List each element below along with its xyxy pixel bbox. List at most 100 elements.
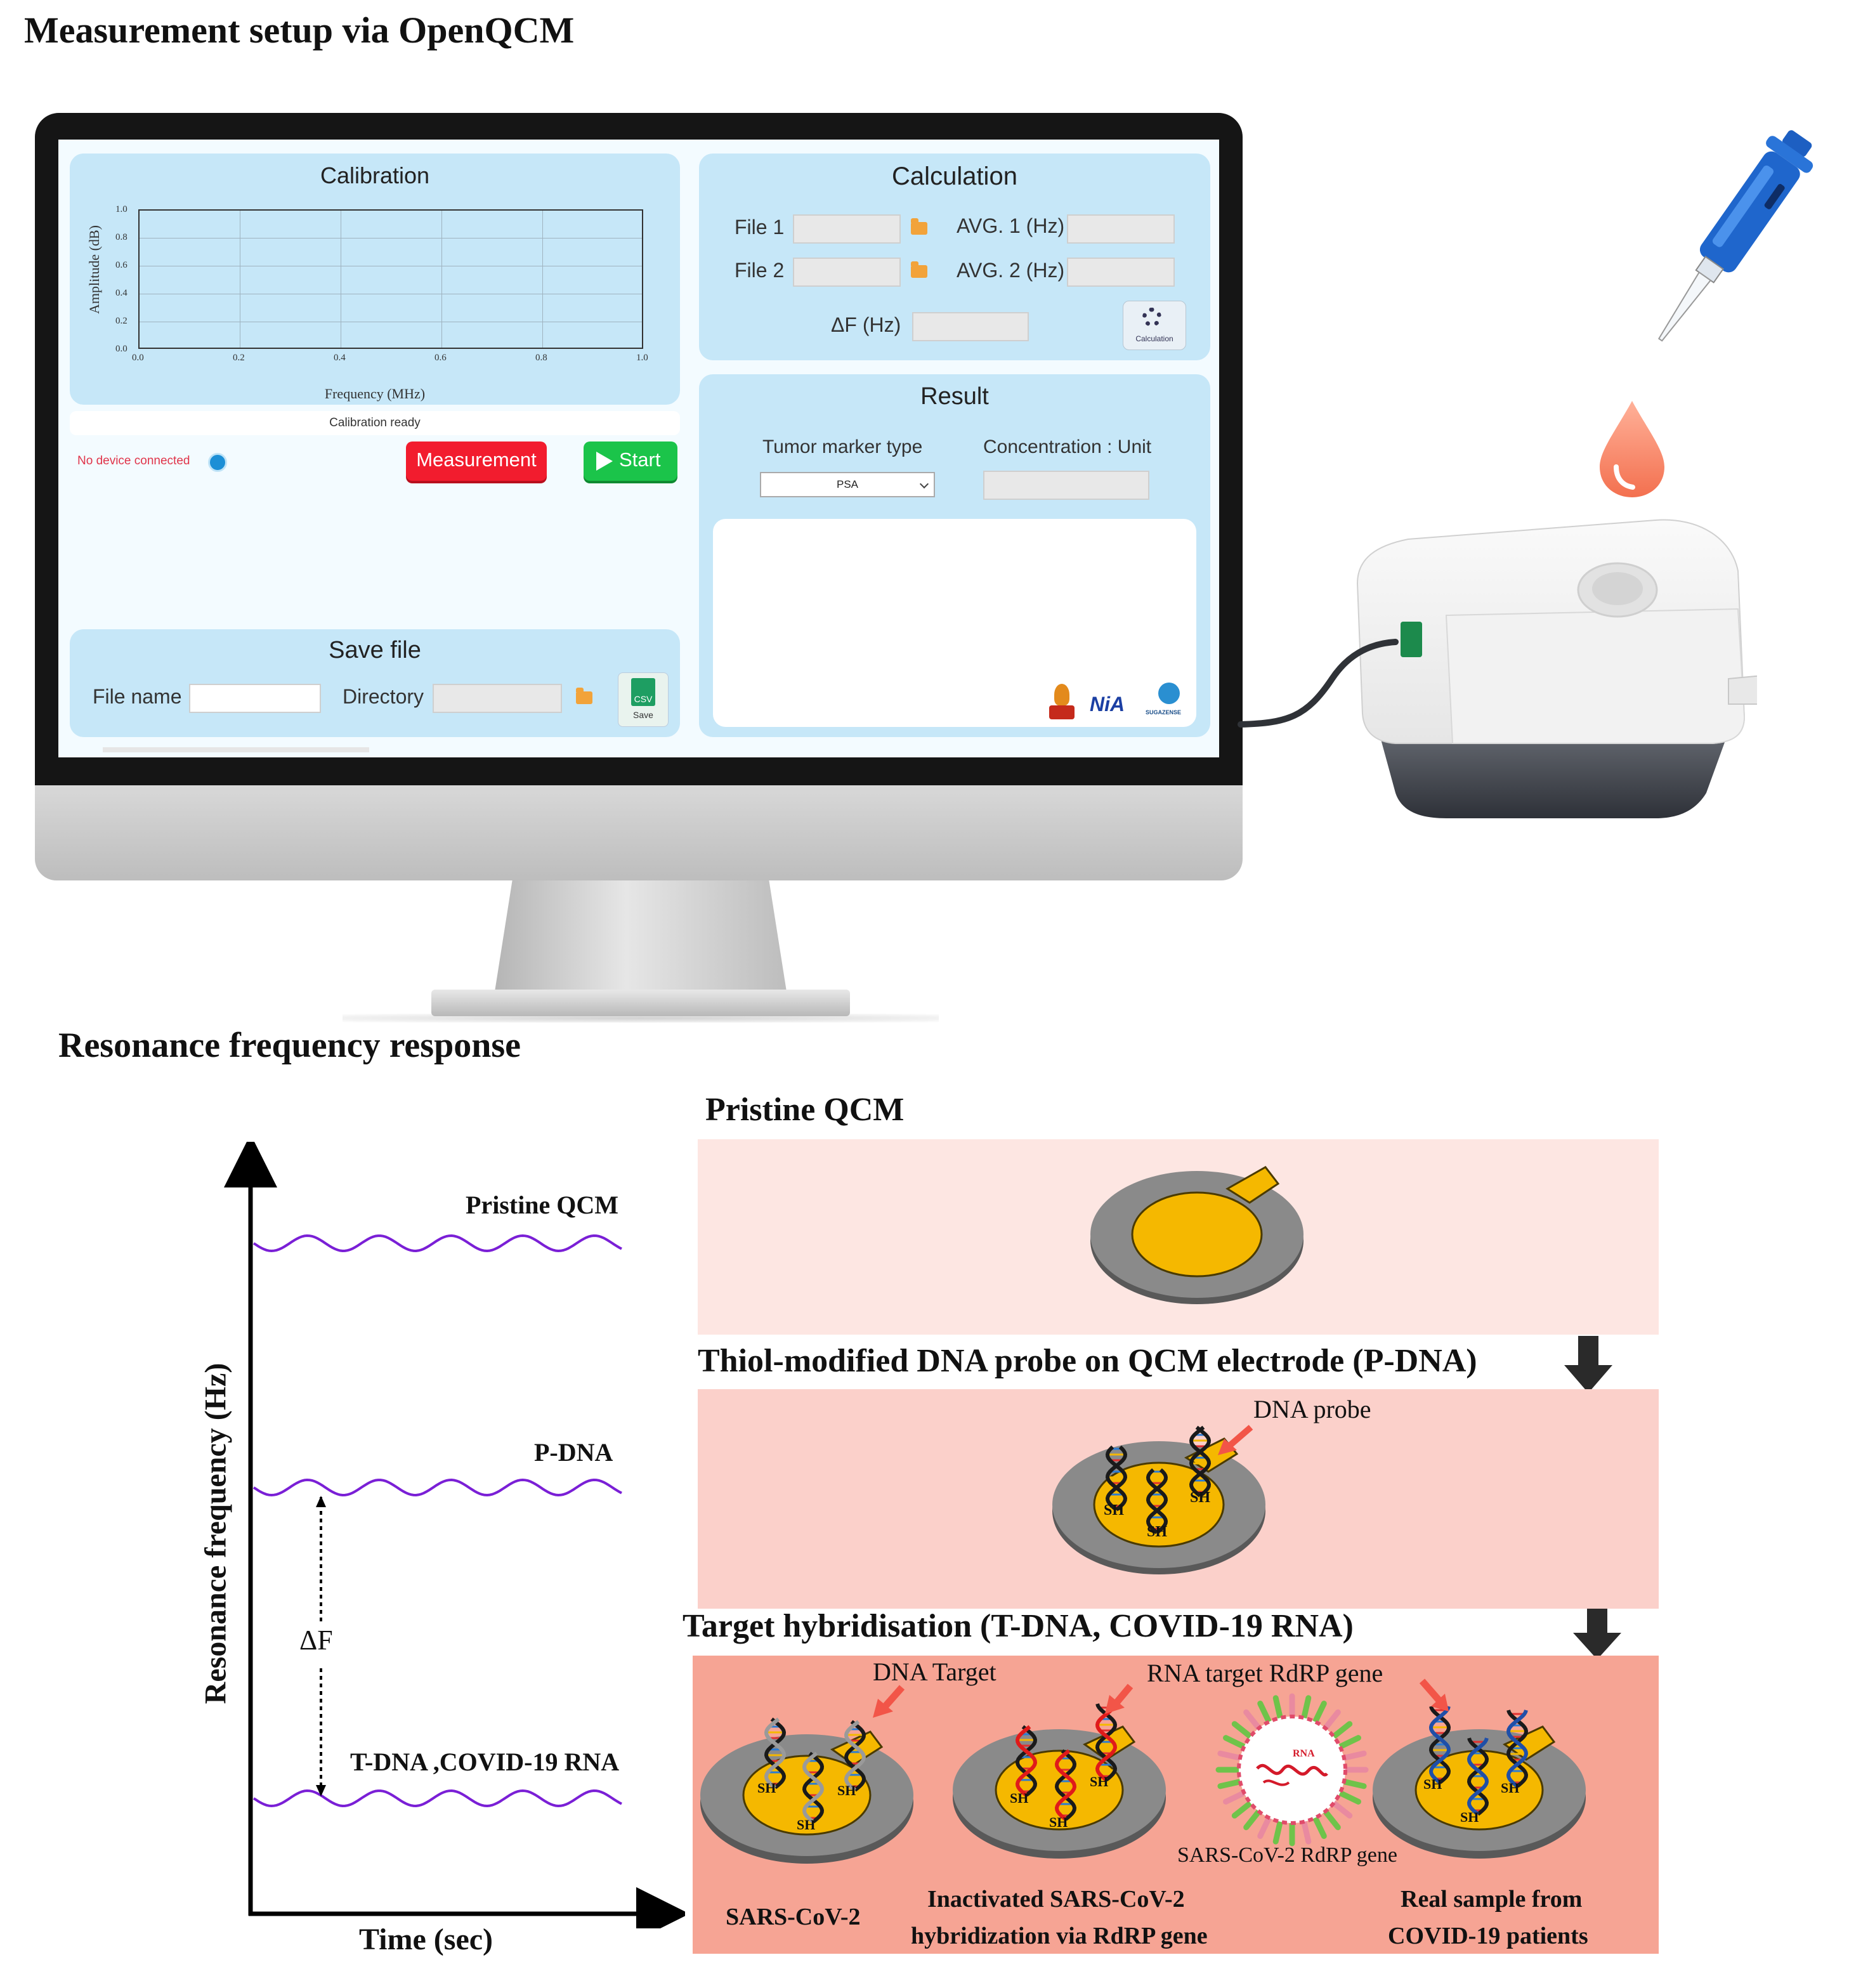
patient-rna-strand [1506, 1710, 1529, 1788]
spike-protein [1323, 1809, 1341, 1831]
software-window: Calibration Amplitude (dB) 1.0 0.8 0.6 0… [58, 140, 1219, 757]
sars-cov-2-caption: SARS-CoV-2 [726, 1904, 861, 1930]
openqcm-device [1356, 519, 1757, 818]
rdrp-caption: SARS-CoV-2 RdRP gene [1177, 1843, 1397, 1867]
dna-target-label: DNA Target [873, 1658, 996, 1686]
spike-protein [1223, 1735, 1246, 1749]
probe-electrode [1052, 1425, 1265, 1574]
monitor-chin [35, 785, 1243, 880]
start-button-label: Start [619, 448, 661, 471]
pipette-icon [1657, 130, 1813, 342]
real-sample-caption-line1: Real sample from [1401, 1886, 1583, 1913]
directory-label: Directory [343, 685, 424, 708]
file-name-label: File name [93, 685, 182, 708]
scrollbar[interactable] [103, 747, 369, 752]
file2-input[interactable] [793, 258, 901, 287]
concentration-output[interactable] [983, 471, 1149, 500]
probe-pointer-head [1218, 1439, 1237, 1455]
calculation-panel: Calculation File 1 AVG. 1 (Hz) File 2 AV… [699, 154, 1210, 360]
save-file-title: Save file [329, 637, 421, 664]
calibration-status: Calibration ready [329, 416, 421, 429]
frequency-response-plot [224, 1142, 685, 1928]
sh-label: SH [797, 1817, 816, 1833]
pristine-line-label: Pristine QCM [466, 1191, 619, 1219]
sh-label: SH [757, 1780, 776, 1796]
result-title: Result [920, 383, 989, 410]
concentration-label: Concentration : Unit [983, 436, 1152, 457]
p-dna-line-label: P-DNA [534, 1438, 613, 1467]
folder-icon[interactable] [911, 218, 927, 235]
tumor-type-select[interactable]: PSA [760, 472, 935, 497]
start-button[interactable]: Start [584, 441, 677, 481]
save-file-panel: Save file File name Directory CSV Save [70, 629, 680, 737]
spike-protein [1223, 1790, 1246, 1805]
chevron-down-icon [919, 479, 929, 489]
result-output-area[interactable] [713, 519, 1196, 727]
file1-input[interactable] [793, 214, 901, 244]
file-name-input[interactable] [189, 684, 321, 713]
pristine-wave [252, 1234, 622, 1253]
spike-protein [1342, 1750, 1367, 1761]
avg2-label: AVG. 2 (Hz) [957, 259, 1065, 282]
tumor-type-value: PSA [836, 478, 859, 490]
calculation-button-caption: Calculation [1135, 334, 1173, 343]
x-tick: 0.6 [434, 353, 447, 363]
sugarzense-logo: SUGAZENSE [1146, 683, 1187, 722]
spike-protein [1301, 1820, 1312, 1845]
calculation-button[interactable]: Calculation [1123, 301, 1186, 350]
sh-label: SH [1423, 1776, 1442, 1792]
delta-f-label: ΔF [299, 1625, 333, 1656]
sh-label: SH [1147, 1524, 1168, 1540]
monitor-stand [495, 880, 787, 991]
calibration-x-label: Frequency (MHz) [324, 386, 426, 402]
t-dna-line-label: T-DNA ,COVID-19 RNA [350, 1748, 620, 1776]
folder-icon[interactable] [911, 261, 927, 278]
calibration-panel: Calibration Amplitude (dB) 1.0 0.8 0.6 0… [70, 154, 680, 405]
calibration-plot-area [138, 209, 643, 349]
response-heading: Resonance frequency response [58, 1026, 521, 1065]
csv-icon: CSV [631, 678, 655, 706]
target-electrodes [700, 1678, 1586, 1864]
spike-protein [1243, 1709, 1261, 1730]
sh-label: SH [837, 1782, 856, 1798]
spike-protein [1338, 1790, 1361, 1805]
sh-label: SH [1190, 1489, 1211, 1506]
x-axis-label: Time (sec) [359, 1923, 493, 1956]
x-tick: 0.8 [535, 353, 547, 363]
dna-target-pointer-head [873, 1699, 893, 1718]
sugarzense-text: SUGAZENSE [1146, 709, 1182, 716]
pristine-stage-title: Pristine QCM [705, 1092, 905, 1128]
delta-f-label: ΔF (Hz) [831, 313, 901, 336]
measurement-button[interactable]: Measurement [406, 441, 547, 481]
sh-label: SH [1501, 1780, 1520, 1796]
file2-label: File 2 [735, 259, 785, 282]
target-stage-title: Target hybridisation (T-DNA, COVID-19 RN… [683, 1608, 1354, 1644]
rna-target-pointer-head [1105, 1695, 1125, 1714]
spike-protein [1331, 1801, 1353, 1819]
delta-f-input[interactable] [912, 312, 1029, 341]
spike-protein [1312, 1701, 1327, 1723]
p-dna-wave [252, 1478, 622, 1497]
logo-base [1049, 705, 1075, 719]
directory-input[interactable] [433, 684, 562, 713]
avg1-label: AVG. 1 (Hz) [957, 214, 1065, 237]
avg1-input[interactable] [1067, 214, 1175, 244]
calibration-title: Calibration [320, 162, 430, 188]
spike-protein [1231, 1721, 1253, 1739]
y-tick: 0.8 [115, 232, 127, 242]
rna-hybrid-electrode [953, 1703, 1166, 1859]
refresh-icon[interactable] [208, 453, 227, 472]
dna-probe-strand [1146, 1468, 1168, 1534]
sugarzense-emblem [1158, 683, 1180, 704]
csv-save-button[interactable]: CSV Save [618, 672, 669, 727]
save-caption: Save [633, 710, 653, 720]
sh-label: SH [1049, 1814, 1068, 1830]
monitor-stand-base [431, 990, 850, 1016]
x-tick: 0.4 [334, 353, 346, 363]
dna-target-strand [802, 1751, 825, 1824]
calculation-title: Calculation [892, 162, 1017, 190]
calibration-status-bar: Calibration ready [70, 411, 680, 435]
measurement-button-label: Measurement [416, 448, 537, 471]
avg2-input[interactable] [1067, 258, 1175, 287]
folder-icon[interactable] [576, 688, 592, 704]
